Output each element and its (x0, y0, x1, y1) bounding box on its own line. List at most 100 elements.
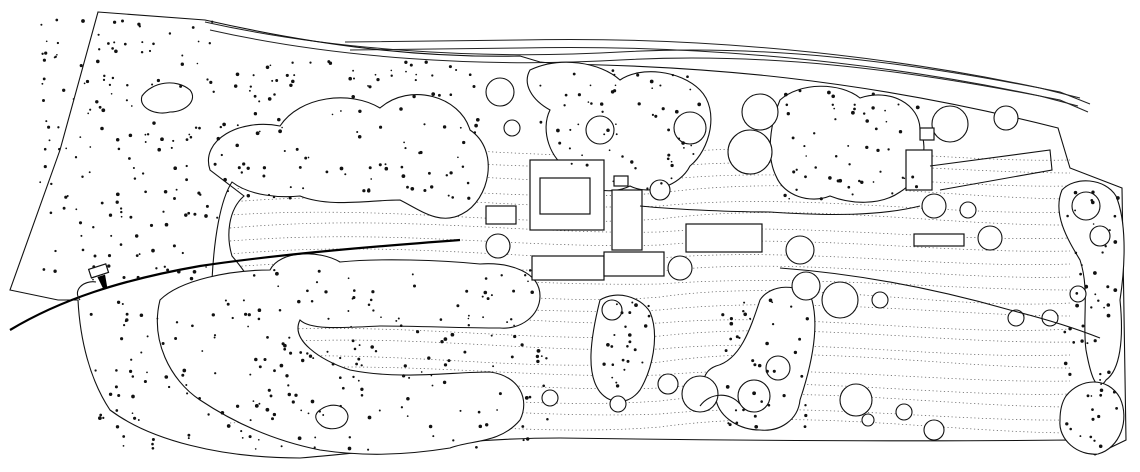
stipple-dot (848, 163, 851, 166)
stipple-dot (418, 151, 421, 155)
stipple-dot (235, 404, 240, 408)
stipple-dot (395, 319, 398, 322)
stipple-dot (189, 276, 194, 281)
stipple-dot (408, 376, 411, 379)
stipple-dot (116, 300, 121, 304)
stipple-dot (107, 264, 111, 268)
stipple-dot (362, 189, 366, 193)
stipple-dot (123, 324, 126, 327)
stipple-dot (49, 211, 53, 215)
stipple-dot (207, 413, 210, 416)
stipple-dot (876, 148, 880, 153)
tree (959, 201, 977, 219)
stipple-dot (246, 166, 250, 170)
stipple-dot (300, 409, 303, 412)
stipple-dot (168, 32, 172, 35)
tree (861, 413, 875, 427)
stipple-dot (113, 41, 116, 44)
stipple-dot (211, 313, 215, 317)
tree (737, 379, 771, 413)
stipple-dot (115, 200, 119, 204)
stipple-dot (74, 156, 78, 159)
stipple-dot (448, 65, 452, 69)
stipple-dot (647, 304, 650, 308)
stipple-dot (184, 213, 188, 217)
stipple-dot (114, 385, 118, 389)
stipple-dot (660, 182, 663, 185)
stipple-dot (180, 62, 184, 66)
stipple-dot (798, 89, 802, 93)
stipple-dot (64, 195, 68, 199)
stipple-dot (431, 74, 434, 77)
stipple-dot (89, 108, 92, 111)
stipple-dot (125, 99, 128, 102)
stipple-dot (473, 131, 477, 134)
stipple-dot (834, 155, 838, 158)
contour-line (229, 236, 1071, 252)
stipple-dot (95, 100, 99, 104)
tree (727, 129, 773, 175)
stipple-dot (331, 362, 335, 366)
stipple-dot (360, 364, 363, 367)
stipple-dot (482, 316, 485, 319)
stipple-dot (475, 445, 478, 449)
stipple-dot (879, 170, 882, 173)
stipple-dot (1079, 272, 1082, 276)
stipple-dot (461, 165, 465, 169)
stipple-dot (357, 379, 360, 382)
stipple-dot (1099, 378, 1102, 381)
stipple-dot (1086, 342, 1089, 345)
stipple-dot (1097, 414, 1101, 419)
stipple-dot (901, 176, 904, 179)
stipple-dot (289, 186, 292, 189)
stipple-dot (237, 166, 241, 170)
stipple-dot (1103, 306, 1105, 309)
stipple-dot (125, 312, 129, 316)
stipple-dot (236, 124, 239, 127)
stipple-dot (384, 166, 389, 171)
stipple-dot (309, 61, 312, 64)
stipple-dot (742, 309, 745, 313)
stipple-dot (834, 118, 837, 121)
stipple-dot (432, 435, 435, 438)
tree (1007, 309, 1025, 327)
tree (1071, 191, 1101, 221)
stipple-dot (367, 303, 371, 307)
stipple-dot (88, 171, 91, 174)
stipple-dot (265, 65, 270, 70)
stipple-dot (280, 445, 283, 448)
stipple-dot (317, 269, 321, 273)
stipple-dot (628, 333, 632, 337)
stipple-dot (216, 216, 219, 219)
stipple-dot (1075, 292, 1079, 295)
stipple-dot (185, 164, 188, 168)
stipple-dot (285, 73, 289, 77)
stipple-dot (483, 290, 488, 295)
stipple-dot (173, 166, 178, 171)
stipple-dot (130, 105, 133, 107)
stipple-dot (1108, 229, 1111, 232)
stipple-dot (914, 185, 919, 189)
stipple-dot (206, 78, 209, 81)
stipple-dot (451, 196, 455, 199)
stipple-dot (606, 128, 610, 132)
stipple-dot (753, 363, 757, 367)
stipple-dot (615, 133, 618, 136)
tree (585, 115, 615, 145)
stipple-dot (753, 414, 757, 418)
stipple-dot (735, 421, 739, 425)
stipple-dot (283, 343, 287, 348)
stipple-dot (262, 174, 266, 178)
stipple-dot (1112, 390, 1116, 394)
stipple-dot (1099, 393, 1103, 397)
stipple-dot (786, 112, 790, 116)
stipple-dot (431, 92, 436, 96)
stipple-dot (175, 321, 179, 324)
stipple-dot (47, 125, 51, 129)
stipple-dot (805, 317, 809, 321)
stipple-dot (1113, 288, 1118, 292)
stipple-dot (405, 70, 407, 73)
stipple-dot (181, 251, 184, 255)
stipple-dot (253, 94, 257, 98)
stipple-dot (1068, 326, 1072, 331)
